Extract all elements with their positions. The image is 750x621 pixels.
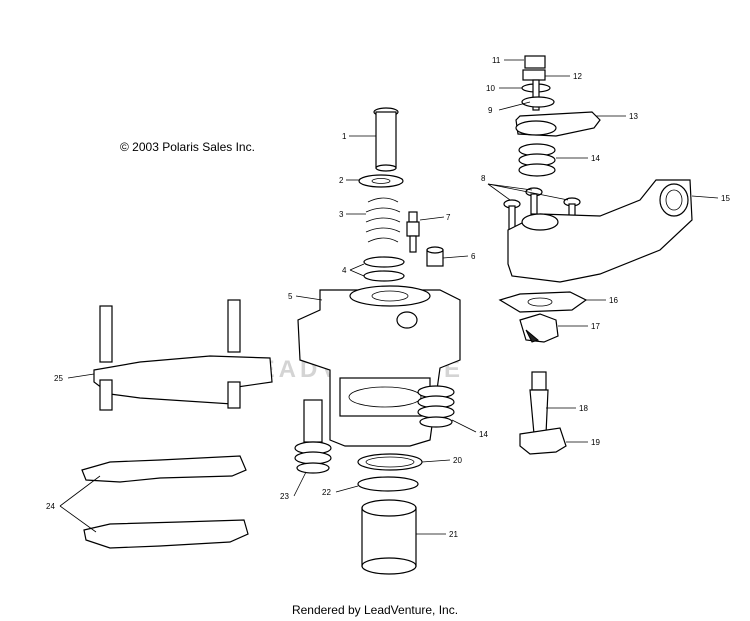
part-1-pin[interactable] xyxy=(373,107,399,172)
part-9-washer[interactable] xyxy=(521,79,555,111)
part-14-boot-upper[interactable] xyxy=(518,143,556,177)
part-25-mounting-bracket[interactable] xyxy=(93,299,273,411)
callout-25: 25 xyxy=(54,374,63,383)
part-17-cam[interactable] xyxy=(519,313,559,343)
callout-3: 3 xyxy=(339,210,344,219)
callout-16: 16 xyxy=(609,296,618,305)
callout-24: 24 xyxy=(46,502,55,511)
footer-credit: Rendered by LeadVenture, Inc. xyxy=(291,603,459,617)
callout-21: 21 xyxy=(449,530,458,539)
callout-1: 1 xyxy=(342,132,347,141)
part-20-piston-seal[interactable] xyxy=(357,453,423,471)
part-22-dust-seal[interactable] xyxy=(357,476,419,492)
part-14-boot-lower[interactable] xyxy=(417,385,455,428)
callout-5: 5 xyxy=(288,292,293,301)
leader-lines xyxy=(59,59,719,535)
copyright-text: © 2003 Polaris Sales Inc. xyxy=(120,140,255,154)
callout-9: 9 xyxy=(488,106,493,115)
part-16-gasket[interactable] xyxy=(498,291,588,313)
callout-14-upper: 14 xyxy=(591,154,600,163)
part-21-piston[interactable] xyxy=(361,499,417,575)
part-7-bleeder-screw[interactable] xyxy=(406,211,420,253)
callout-14-lower: 14 xyxy=(479,430,488,439)
callout-6: 6 xyxy=(471,252,476,261)
callout-22: 22 xyxy=(322,488,331,497)
callout-15: 15 xyxy=(721,194,730,203)
callout-12: 12 xyxy=(573,72,582,81)
part-23-guide-pin[interactable] xyxy=(294,399,332,474)
callout-7: 7 xyxy=(446,213,451,222)
part-15-caliper-bracket[interactable] xyxy=(507,179,693,283)
callout-23: 23 xyxy=(280,492,289,501)
callout-20: 20 xyxy=(453,456,462,465)
part-13-lever-arm[interactable] xyxy=(515,111,601,137)
part-4-seals[interactable] xyxy=(363,256,405,282)
part-12-nut[interactable] xyxy=(522,69,546,81)
part-3-spring[interactable] xyxy=(365,197,401,243)
callout-labels: 1 2 3 4 5 7 6 8 9 10 11 12 13 14 14 15 1… xyxy=(46,56,730,539)
part-19-actuator-lever[interactable] xyxy=(519,427,567,455)
part-18-shaft[interactable] xyxy=(529,371,549,435)
callout-19: 19 xyxy=(591,438,600,447)
part-24-brake-pads[interactable] xyxy=(81,455,249,549)
callout-17: 17 xyxy=(591,322,600,331)
callout-10: 10 xyxy=(486,84,495,93)
part-11-nut[interactable] xyxy=(524,55,546,69)
callout-2: 2 xyxy=(339,176,344,185)
callout-18: 18 xyxy=(579,404,588,413)
callout-8: 8 xyxy=(481,174,486,183)
part-2-washer[interactable] xyxy=(358,174,404,188)
part-5-caliper-body[interactable] xyxy=(297,285,461,447)
callout-11: 11 xyxy=(492,56,501,65)
part-6-bushing[interactable] xyxy=(426,246,444,267)
callout-13: 13 xyxy=(629,112,638,121)
callout-4: 4 xyxy=(342,266,347,275)
